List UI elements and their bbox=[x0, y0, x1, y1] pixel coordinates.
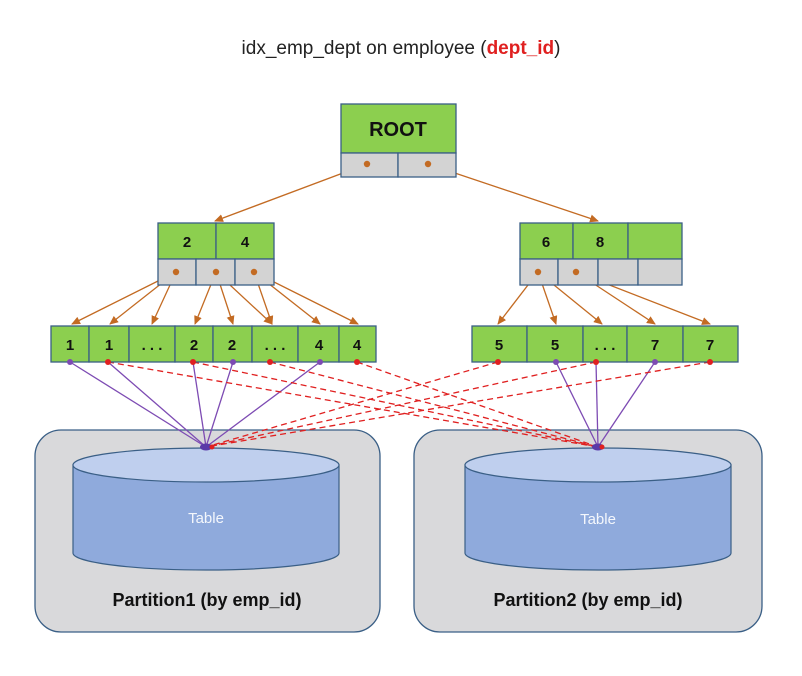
leaf-to-partition1-links bbox=[107, 361, 599, 448]
internal-key: 8 bbox=[596, 234, 604, 251]
leaf-group-right: 5 5 . . . 7 7 bbox=[471, 325, 739, 363]
leaf-key: 4 bbox=[353, 337, 362, 354]
partition-2: Table Partition2 (by emp_id) bbox=[413, 429, 763, 633]
internal-node-left: 2 4 bbox=[157, 222, 275, 286]
leaf-key: 1 bbox=[105, 337, 113, 354]
leaf-key: 1 bbox=[66, 337, 74, 354]
local-link bbox=[192, 361, 207, 448]
internal-key: 4 bbox=[241, 234, 250, 251]
remote-link bbox=[107, 361, 599, 448]
partition-label-2: Partition2 (by emp_id) bbox=[493, 590, 682, 610]
root-label: ROOT bbox=[369, 119, 427, 141]
remote-links bbox=[107, 361, 711, 448]
table-cylinder-2: Table bbox=[464, 447, 732, 571]
local-link bbox=[107, 361, 207, 448]
leaf-key: 4 bbox=[315, 337, 324, 354]
leaf-key: 7 bbox=[706, 337, 714, 354]
table-label-1: Table bbox=[188, 510, 224, 527]
leaf-key: . . . bbox=[595, 337, 616, 354]
leaf-key: 5 bbox=[495, 337, 503, 354]
title-highlight: dept_id bbox=[487, 38, 555, 59]
remote-link bbox=[269, 361, 599, 448]
partition-label-1: Partition1 (by emp_id) bbox=[112, 590, 301, 610]
leaf-key: 2 bbox=[228, 337, 236, 354]
local-link bbox=[555, 361, 599, 448]
table-entry-points bbox=[200, 443, 605, 451]
leaf-key: 7 bbox=[651, 337, 659, 354]
internal-key: 6 bbox=[542, 234, 550, 251]
leaf-group-left: 1 1 . . . 2 2 . . . 4 4 bbox=[50, 325, 377, 363]
remote-link bbox=[192, 361, 599, 448]
partition-1: Table Partition1 (by emp_id) bbox=[34, 429, 381, 633]
remote-link bbox=[205, 361, 499, 448]
table-label-2: Table bbox=[580, 511, 616, 528]
leaf-key: . . . bbox=[142, 337, 163, 354]
remote-link bbox=[205, 361, 597, 448]
local-links bbox=[69, 361, 656, 448]
local-link bbox=[597, 361, 656, 448]
local-link bbox=[205, 361, 234, 448]
leaf-key: 2 bbox=[190, 337, 198, 354]
remote-link bbox=[356, 361, 599, 448]
leaf-key: 5 bbox=[551, 337, 559, 354]
local-link bbox=[205, 361, 321, 448]
internal-key: 2 bbox=[183, 234, 191, 251]
leaf-key: . . . bbox=[265, 337, 286, 354]
remote-link bbox=[205, 361, 711, 448]
table-cylinder-1: Table bbox=[72, 447, 340, 571]
diagram-title: idx_emp_dept on employee (dept_id) bbox=[242, 38, 561, 59]
local-link bbox=[595, 361, 599, 448]
leaf-entry-dots bbox=[67, 359, 713, 365]
internal-node-right: 6 8 bbox=[519, 222, 683, 286]
local-link bbox=[69, 361, 207, 448]
root-node: ROOT bbox=[340, 103, 457, 178]
